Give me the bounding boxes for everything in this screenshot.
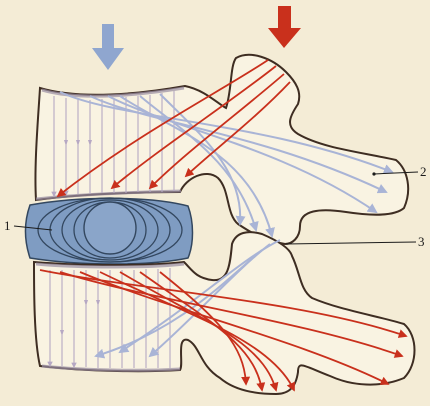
arrow-down-icon <box>92 24 124 70</box>
label-1: 1 <box>4 218 11 233</box>
blue-load-arrow <box>92 24 124 70</box>
nucleus-pulposus <box>84 202 136 254</box>
label-3-leader <box>286 242 416 244</box>
label-2: 2 <box>420 164 427 179</box>
arrow-down-icon <box>268 6 301 48</box>
intervertebral-disc <box>26 198 193 264</box>
label-3-group: 3 <box>286 234 425 249</box>
red-load-arrow <box>268 6 301 48</box>
label-3: 3 <box>418 234 425 249</box>
